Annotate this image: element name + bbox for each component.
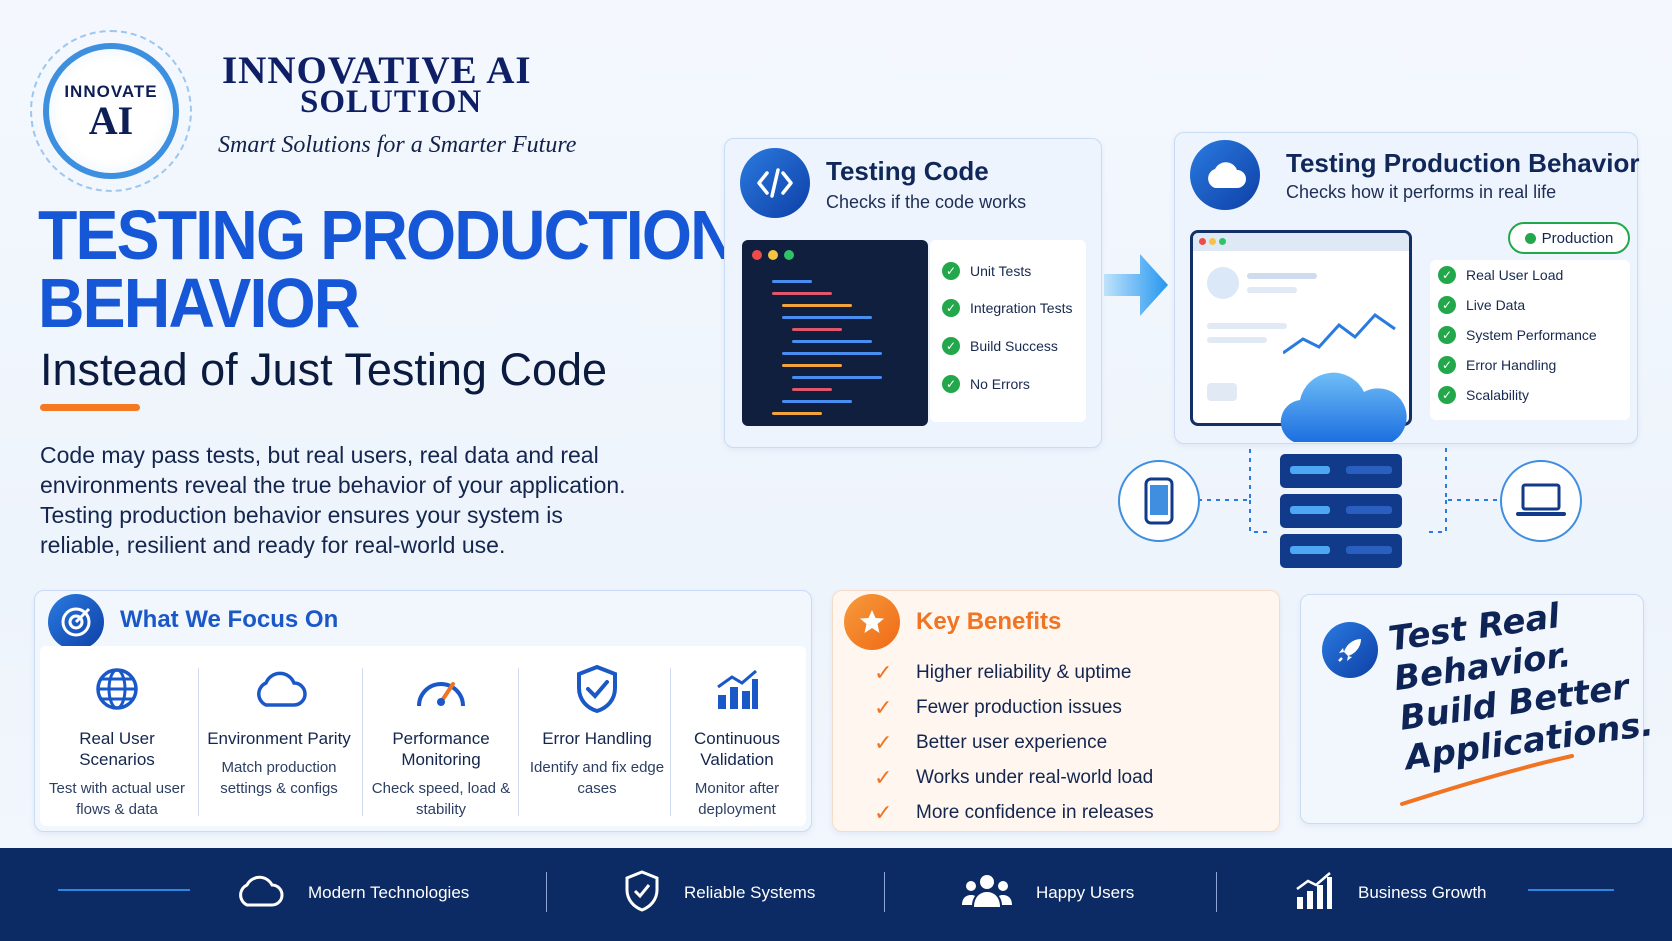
focus-item-real-user: Real User Scenarios Test with actual use… [42, 664, 192, 820]
check-item: ✓Integration Tests [942, 299, 1072, 317]
check-item: ✓Scalability [1438, 386, 1529, 404]
logo-text-bottom: AI [88, 98, 134, 143]
testing-production-subtitle: Checks how it performs in real life [1286, 182, 1557, 202]
check-icon: ✓ [1438, 296, 1456, 314]
benefits-title: Key Benefits [916, 608, 1062, 635]
check-item: ✓Live Data [1438, 296, 1525, 314]
slogan-underline [1400, 754, 1574, 806]
logo-text-top: INNOVATE [64, 82, 158, 101]
footer-item-users: Happy Users [962, 870, 1134, 916]
intro-paragraph: Code may pass tests, but real users, rea… [40, 442, 626, 558]
headline-line1: TESTING PRODUCTION [38, 196, 737, 274]
check-icon: ✓ [942, 262, 960, 280]
cloud-icon [1190, 140, 1260, 210]
check-icon: ✓ [942, 375, 960, 393]
check-item: ✓No Errors [942, 375, 1030, 393]
headline-line2: BEHAVIOR [38, 264, 360, 342]
bar-chart-icon [1294, 871, 1334, 916]
logo-badge: INNOVATE AI [43, 43, 179, 179]
check-icon: ✓ [1438, 326, 1456, 344]
checkmark-icon: ✓ [874, 765, 893, 790]
check-item: ✓Real User Load [1438, 266, 1563, 284]
check-item: ✓Build Success [942, 337, 1058, 355]
focus-item-continuous-validation: Continuous Validation Monitor after depl… [662, 664, 812, 820]
focus-item-error-handling: Error Handling Identify and fix edge cas… [522, 664, 672, 799]
check-icon: ✓ [1438, 386, 1456, 404]
smartphone-icon [1118, 460, 1200, 542]
code-editor-illustration [742, 240, 928, 426]
speedometer-icon [366, 664, 516, 714]
testing-production-title: Testing Production Behavior [1286, 148, 1640, 178]
brand-name-line1: INNOVATIVE AI [222, 49, 532, 92]
checkmark-icon: ✓ [874, 800, 893, 825]
checkmark-icon: ✓ [874, 660, 893, 685]
laptop-icon [1500, 460, 1582, 542]
testing-production-checklist: ✓Real User Load ✓Live Data ✓System Perfo… [1430, 260, 1630, 420]
checkmark-icon: ✓ [874, 730, 893, 755]
footer-bar [0, 848, 1672, 941]
benefit-item: ✓Fewer production issues [874, 695, 1122, 720]
avatar [1207, 267, 1239, 299]
cloud-server-icon [1270, 362, 1410, 577]
focus-item-performance: Performance Monitoring Check speed, load… [366, 664, 516, 820]
focus-item-environment: Environment Parity Match production sett… [204, 664, 354, 799]
footer-item-reliable: Reliable Systems [624, 869, 815, 917]
testing-code-subtitle: Checks if the code works [826, 192, 1027, 212]
star-icon [844, 594, 900, 650]
cloud-icon [234, 874, 284, 913]
focus-title: What We Focus On [120, 606, 339, 633]
benefit-item: ✓Works under real-world load [874, 765, 1154, 790]
users-icon [962, 873, 1012, 914]
brand-name-line2: SOLUTION [300, 84, 483, 120]
check-icon: ✓ [942, 337, 960, 355]
benefits-panel [832, 590, 1280, 832]
shield-check-icon [522, 664, 672, 714]
logo: INNOVATE AI [30, 30, 192, 192]
benefit-item: ✓Higher reliability & uptime [874, 660, 1132, 685]
brand-tagline: Smart Solutions for a Smarter Future [218, 132, 577, 158]
shield-check-icon [624, 869, 660, 917]
testing-code-checklist: ✓Unit Tests ✓Integration Tests ✓Build Su… [930, 240, 1086, 422]
focus-body [40, 646, 806, 826]
cloud-icon [204, 664, 354, 714]
arrow-right-icon [1104, 250, 1170, 325]
bar-chart-icon [662, 664, 812, 714]
benefit-item: ✓Better user experience [874, 730, 1108, 755]
status-dot-icon [1524, 232, 1536, 244]
globe-icon [42, 664, 192, 714]
footer-item-growth: Business Growth [1294, 870, 1487, 916]
testing-code-title: Testing Code [826, 156, 989, 186]
check-item: ✓System Performance [1438, 326, 1597, 344]
checkmark-icon: ✓ [874, 695, 893, 720]
headline-subtitle: Instead of Just Testing Code [40, 344, 608, 395]
headline-underline [40, 404, 140, 411]
code-icon [740, 148, 810, 218]
check-icon: ✓ [1438, 266, 1456, 284]
rocket-icon [1322, 622, 1378, 678]
production-badge: Production [1508, 222, 1630, 254]
check-item: ✓Error Handling [1438, 356, 1556, 374]
benefit-item: ✓More confidence in releases [874, 800, 1154, 825]
footer-item-technologies: Modern Technologies [234, 870, 469, 916]
check-icon: ✓ [942, 299, 960, 317]
target-icon [48, 594, 104, 650]
check-icon: ✓ [1438, 356, 1456, 374]
check-item: ✓Unit Tests [942, 262, 1031, 280]
